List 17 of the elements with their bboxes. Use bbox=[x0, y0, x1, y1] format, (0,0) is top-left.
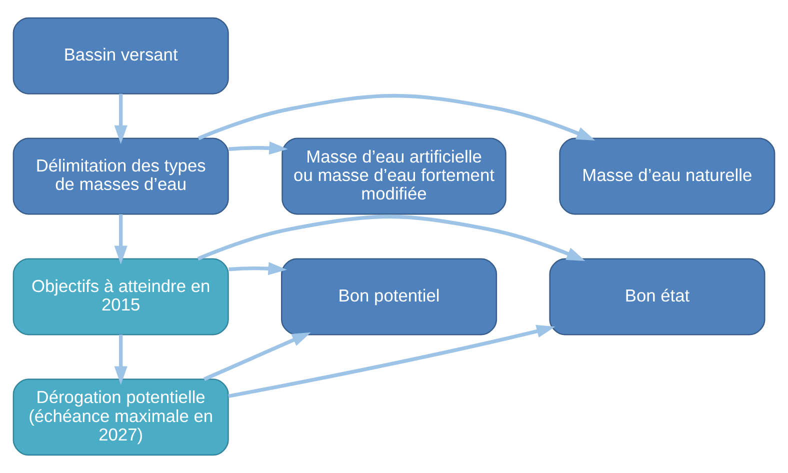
arrow bbox=[114, 334, 128, 385]
node-box: Bon état bbox=[549, 258, 766, 336]
node-box: Masse d’eau artificielle ou masse d’eau fortement modifiée bbox=[282, 138, 506, 215]
node-box: Bon potentiel bbox=[281, 258, 498, 336]
arrow bbox=[228, 142, 288, 155]
node-box: Délimitation des types de masses d’eau bbox=[12, 138, 229, 215]
node-box: Objectifs à atteindre en 2015 bbox=[12, 258, 229, 336]
arrow bbox=[114, 94, 128, 144]
node-box: Dérogation potentielle (échéance maximale en 2027) bbox=[12, 378, 229, 456]
arrow bbox=[228, 262, 287, 276]
arrow bbox=[203, 332, 311, 381]
arrow bbox=[198, 94, 596, 141]
node-box: Bassin versant bbox=[12, 17, 229, 94]
arrow bbox=[114, 214, 128, 264]
arrow bbox=[197, 214, 586, 261]
node-box: Masse d’eau naturelle bbox=[559, 138, 776, 215]
arrow bbox=[228, 324, 556, 398]
